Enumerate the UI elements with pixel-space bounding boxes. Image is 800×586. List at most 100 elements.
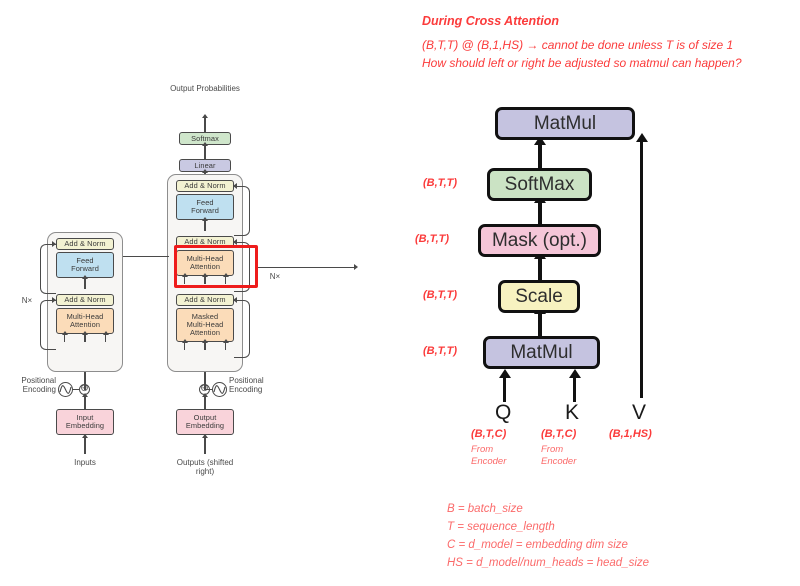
arrow-softmax-to-output: [204, 118, 206, 132]
arrow-outputs-to-embedding: [204, 438, 206, 454]
cross-attention-highlight-box: [174, 245, 258, 288]
encoder-residual-2-arrow: [52, 241, 56, 247]
arrowhead-to-output: [201, 114, 208, 118]
output-caption-line1: Output: [170, 84, 195, 93]
encoder-add-norm-1: Add & Norm: [56, 294, 114, 306]
inputs-caption: Inputs: [58, 458, 112, 467]
cross-attn-input-k: [204, 276, 206, 284]
cross-attn-input-v: [225, 276, 227, 284]
masked-attn-input-q: [184, 342, 186, 350]
attention-block-mask-label: Mask (opt.): [491, 229, 588, 251]
cross-attn-arrow-v: [222, 273, 229, 277]
encoder-to-decoder-path: [123, 256, 169, 258]
decoder-linear-label: Linear: [194, 160, 216, 170]
encoder-attn-line2: Attention: [69, 320, 101, 329]
decoder-cross-attn-line2: Attention: [189, 262, 221, 271]
arrowhead-to-linear: [201, 169, 208, 173]
transformer-architecture-figure: Output Probabilities Softmax Linear Add …: [0, 60, 400, 520]
decoder-residual-1-arrow: [233, 297, 237, 303]
attention-block-softmax: SoftMax: [487, 168, 592, 201]
masked-attn-arrow-k: [201, 339, 208, 343]
encoder-attn-arrow-q: [61, 331, 68, 335]
encoder-nx-text: N×: [21, 296, 33, 305]
outputs-caption-line1: Outputs: [176, 458, 205, 467]
decoder-residual-2-arrow: [233, 239, 237, 245]
input-source-k-line2: Encoder: [541, 455, 577, 467]
cross-attention-callout-arrowhead: [354, 264, 358, 270]
input-letter-k: K: [565, 401, 580, 424]
decoder-embedding-to-add: [204, 395, 206, 409]
attention-block-softmax-label: SoftMax: [504, 173, 575, 195]
masked-attn-line2: Multi-Head: [186, 320, 224, 330]
decoder-cross-attn-line1: Multi-Head: [186, 254, 224, 264]
arrow-linear-to-softmax: [204, 145, 206, 159]
encoder-attn-input-k: [84, 334, 86, 342]
shape-tag-matmul-bottom: (B,T,T): [423, 345, 458, 357]
encoder-residual-1-arrow: [52, 297, 56, 303]
decoder-pe-line1: Positional: [229, 376, 264, 385]
outputs-caption: Outputs (shifted right): [176, 458, 234, 476]
masked-attn-arrow-q: [181, 339, 188, 343]
line-k-to-matmul: [573, 377, 577, 402]
attention-block-matmul-bottom: MatMul: [483, 336, 600, 369]
decoder-feed-forward-block: Feed Forward: [176, 194, 234, 220]
attention-block-scale-label: Scale: [515, 285, 563, 307]
decoder-add-norm-3-label: Add & Norm: [184, 181, 226, 191]
input-source-k: From Encoder: [541, 444, 576, 468]
masked-attn-line3: Attention: [189, 327, 221, 337]
arrowhead-to-softmax: [201, 142, 208, 146]
encoder-self-attention-block: Multi-Head Attention: [56, 308, 114, 334]
outputs-caption-line2: (shifted right): [195, 458, 234, 477]
shape-tag-softmax: (B,T,T): [423, 177, 458, 189]
legend-line-1: B = batch_size: [447, 503, 523, 515]
line-matmul-to-scale: [538, 313, 542, 336]
cross-attention-callout-line: [258, 267, 354, 269]
arrowhead-to-decoder-ff: [201, 217, 208, 221]
masked-attn-line1: Masked: [191, 312, 219, 322]
input-source-q: From Encoder: [471, 444, 506, 468]
decoder-ff-line1: Feed: [196, 198, 214, 208]
annotation-line-2: How should left or right be adjusted so …: [422, 56, 742, 70]
cross-attn-arrow-q: [181, 273, 188, 277]
encoder-add-norm-2-label: Add & Norm: [64, 239, 106, 249]
attention-block-mask: Mask (opt.): [478, 224, 601, 257]
encoder-attn-input-q: [64, 334, 66, 342]
input-source-q-line1: From: [471, 444, 494, 455]
decoder-residual-3: [234, 186, 250, 236]
line-scale-to-mask: [538, 258, 542, 280]
input-source-q-line2: Encoder: [471, 455, 507, 467]
annotation-line-1: (B,T,T) @ (B,1,HS) → cannot be done unle…: [422, 38, 734, 52]
encoder-attn-line1: Multi-Head: [66, 312, 104, 322]
input-embedding-block: Input Embedding: [56, 409, 114, 435]
arrowhead-q-to-matmul: [499, 369, 511, 378]
shape-tag-mask: (B,T,T): [415, 233, 450, 245]
decoder-add-norm-1: Add & Norm: [176, 294, 234, 306]
input-letter-v: V: [632, 401, 647, 424]
annotation-title: During Cross Attention: [422, 14, 560, 28]
decoder-positional-encoding-label: Positional Encoding: [229, 376, 289, 394]
arrowhead-to-encoder-ff: [81, 275, 88, 279]
sine-wave-glyph-2: [213, 385, 226, 394]
decoder-nx-text: N×: [269, 272, 281, 281]
encoder-pe-connector: [73, 389, 79, 391]
line-q-to-matmul: [503, 377, 507, 402]
output-embedding-line1: Output: [193, 413, 217, 423]
v-trunk-line: [639, 140, 643, 398]
encoder-attn-input-v: [105, 334, 107, 342]
arrow-to-decoder-ff: [204, 220, 206, 231]
decoder-nx-label: N×: [264, 272, 286, 281]
decoder-add-norm-3: Add & Norm: [176, 180, 234, 192]
encoder-residual-1: [40, 300, 56, 350]
input-shape-q: (B,T,C): [471, 428, 507, 440]
decoder-residual-1: [234, 300, 250, 358]
attention-block-scale: Scale: [498, 280, 580, 313]
arrowhead-inputs-to-embedding: [81, 434, 88, 438]
legend-line-3: C = d_model = embedding dim size: [447, 539, 628, 551]
masked-attn-input-k: [204, 342, 206, 350]
encoder-pe-line1: Positional: [21, 376, 56, 385]
encoder-add-norm-1-label: Add & Norm: [64, 295, 106, 305]
encoder-embedding-to-add: [84, 395, 86, 409]
inputs-caption-text: Inputs: [74, 458, 96, 467]
decoder-masked-attention-block: Masked Multi-Head Attention: [176, 308, 234, 342]
